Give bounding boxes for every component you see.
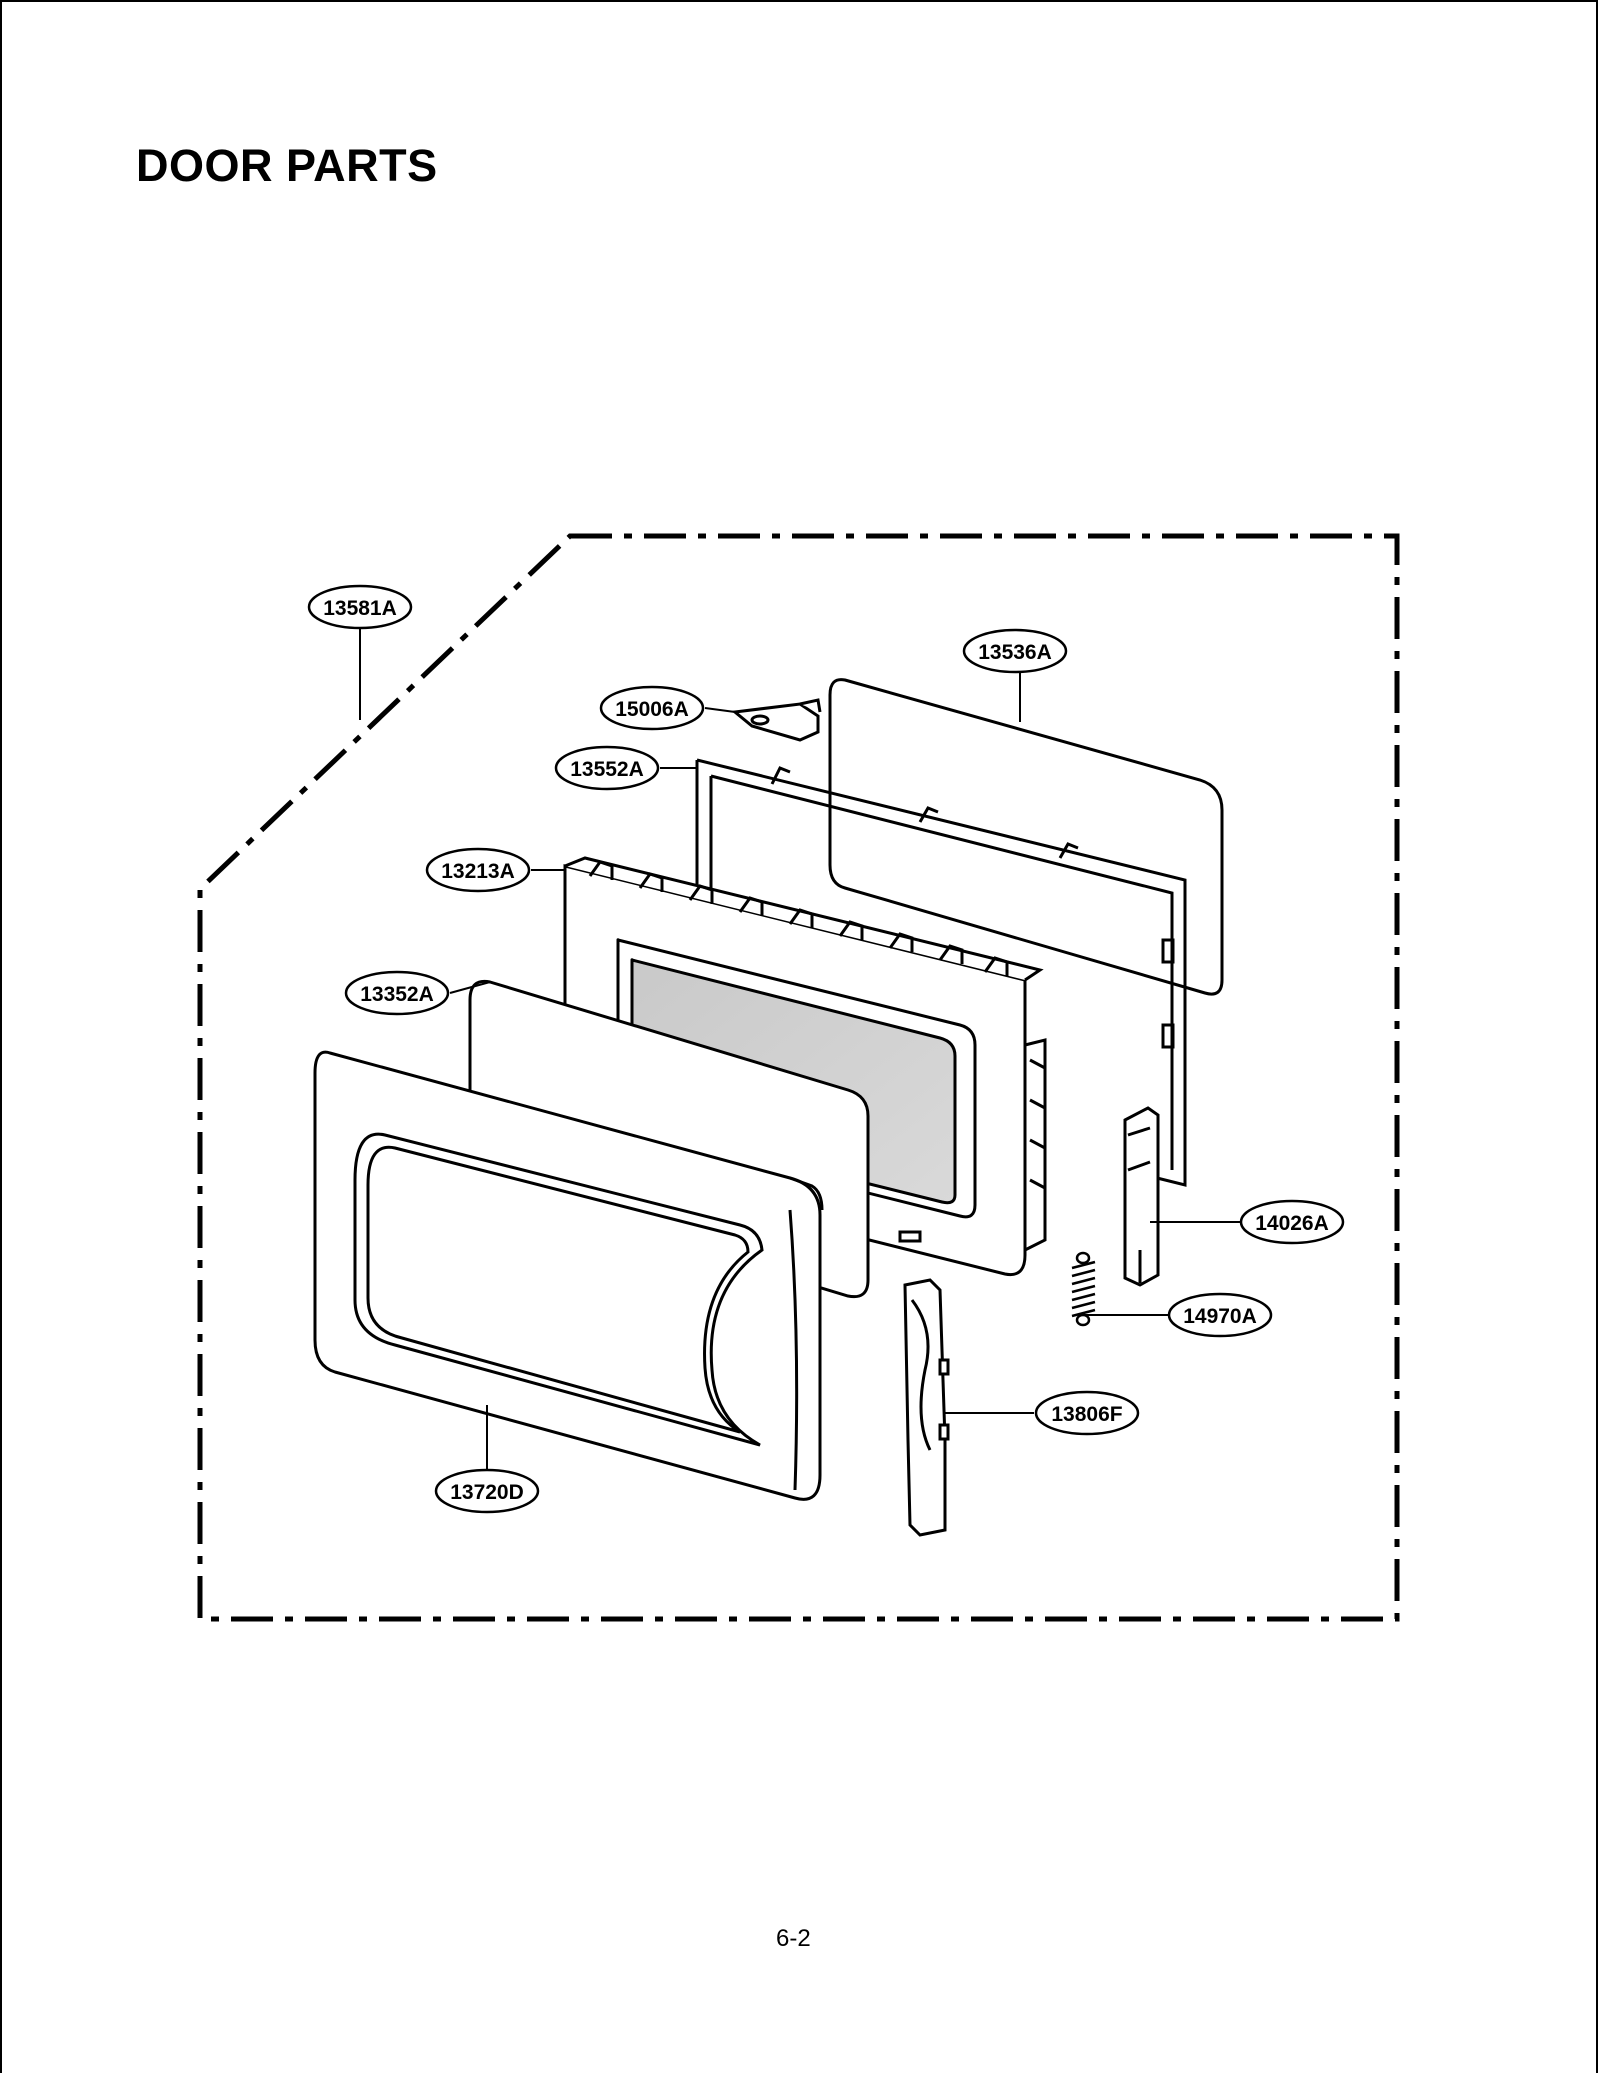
part-label-13352a: 13352A — [344, 970, 450, 1016]
part-label-14026a: 14026A — [1239, 1199, 1345, 1245]
svg-text:13581A: 13581A — [323, 597, 397, 620]
part-label-13806f: 13806F — [1034, 1390, 1140, 1436]
latch-bracket — [731, 698, 822, 742]
svg-text:13213A: 13213A — [441, 860, 515, 883]
page-number: 6-2 — [776, 1925, 811, 1952]
assembly-boundary — [197, 533, 1400, 1622]
latch-lever — [1123, 1106, 1160, 1287]
leader-lines — [359, 628, 1240, 1474]
svg-text:13536A: 13536A — [978, 641, 1052, 664]
choke-frame — [695, 758, 1187, 1187]
svg-text:13806F: 13806F — [1051, 1403, 1122, 1426]
door-front-cover — [313, 1050, 824, 1501]
part-label-15006a: 15006A — [599, 685, 705, 731]
part-label-13581a: 13581A — [307, 584, 413, 630]
part-label-13536a: 13536A — [962, 628, 1068, 674]
part-label-13552a: 13552A — [554, 745, 660, 791]
svg-text:13720D: 13720D — [450, 1481, 524, 1504]
latch-key — [903, 1278, 950, 1537]
part-label-13720d: 13720D — [434, 1468, 540, 1514]
part-label-13213a: 13213A — [425, 847, 531, 893]
svg-text:14026A: 14026A — [1255, 1212, 1329, 1235]
part-label-14970a: 14970A — [1167, 1292, 1273, 1338]
svg-text:14970A: 14970A — [1183, 1305, 1257, 1328]
latch-spring — [1071, 1251, 1096, 1327]
svg-text:13552A: 13552A — [570, 758, 644, 781]
svg-text:13352A: 13352A — [360, 983, 434, 1006]
rear-cover-panel — [828, 678, 1224, 996]
svg-text:15006A: 15006A — [615, 698, 689, 721]
page-title: DOOR PARTS — [136, 140, 438, 191]
